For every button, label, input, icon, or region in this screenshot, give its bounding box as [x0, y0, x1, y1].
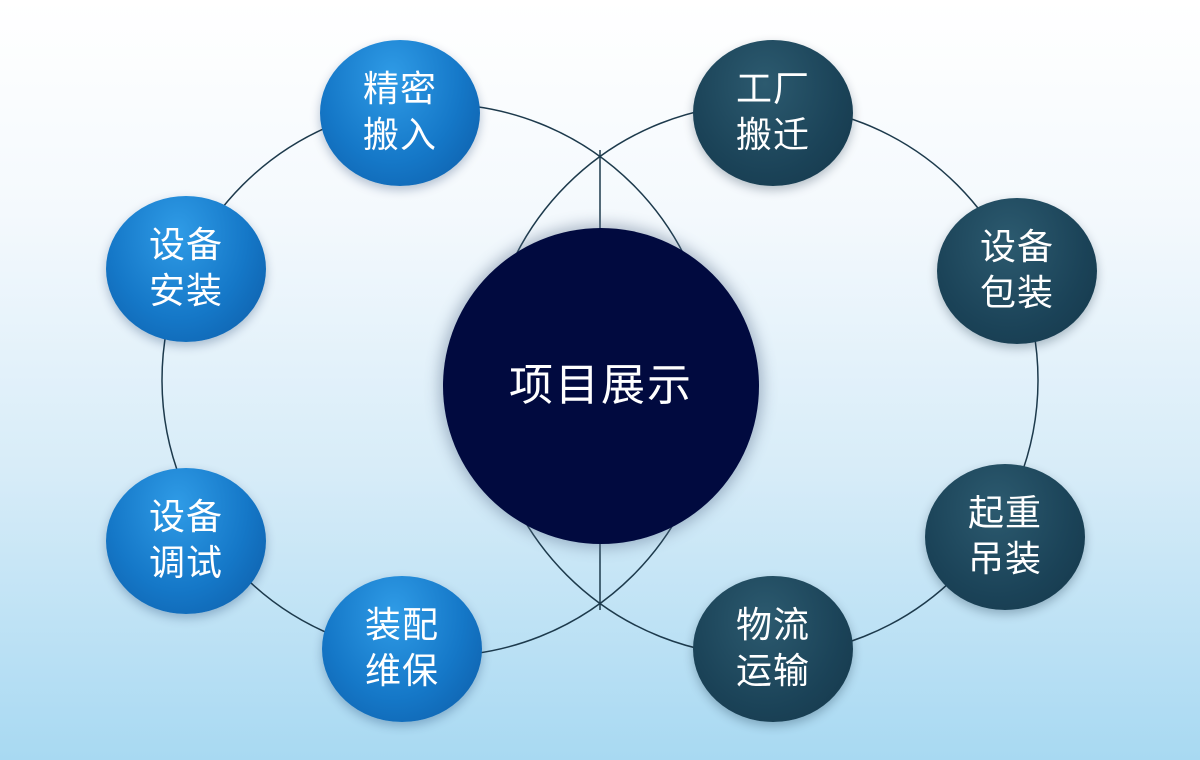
node-label-line2: 搬迁 [735, 115, 810, 156]
center-label: 项目展示 [509, 360, 693, 411]
node-label-line1: 工厂 [735, 69, 810, 110]
node-label-line2: 吊装 [967, 539, 1042, 580]
node-equipment-packing: 设备 包装 [937, 198, 1097, 344]
node-logistics-transport: 物流 运输 [693, 576, 853, 722]
node-label-line1: 设备 [148, 225, 223, 266]
node-equipment-debug: 设备 调试 [106, 468, 266, 614]
node-label-line2: 搬入 [362, 115, 437, 156]
node-label-line2: 运输 [735, 651, 810, 692]
center-node-project-showcase: 项目展示 [443, 228, 759, 544]
node-label-line1: 精密 [362, 69, 437, 110]
node-label-line1: 设备 [148, 497, 223, 538]
node-label-line1: 装配 [364, 605, 439, 646]
node-assembly-maintenance: 装配 维保 [322, 576, 482, 722]
node-precision-move-in: 精密 搬入 [320, 40, 480, 186]
node-factory-relocation: 工厂 搬迁 [693, 40, 853, 186]
node-label-line1: 物流 [735, 605, 810, 646]
node-label-line1: 设备 [979, 227, 1054, 268]
node-label-line2: 调试 [148, 543, 223, 584]
node-label-line2: 安装 [148, 271, 223, 312]
node-label-line1: 起重 [967, 493, 1042, 534]
node-heavy-lifting: 起重 吊装 [925, 464, 1085, 610]
node-label-line2: 包装 [979, 273, 1054, 314]
node-equipment-install: 设备 安装 [106, 196, 266, 342]
node-label-line2: 维保 [364, 651, 439, 692]
